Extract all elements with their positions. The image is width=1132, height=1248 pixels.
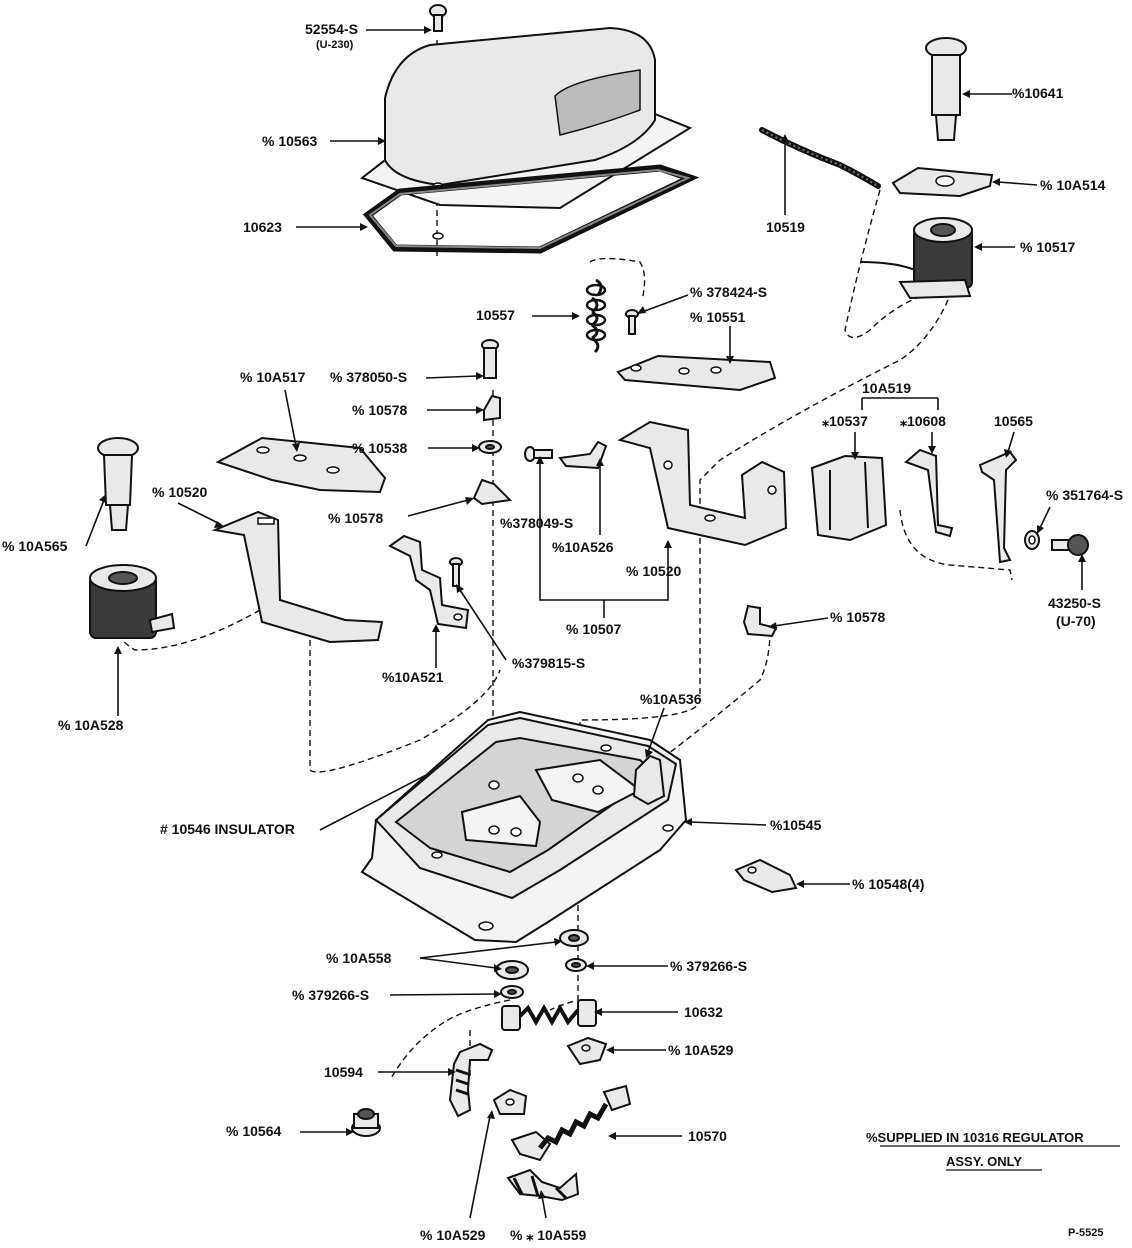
label-screw-52554-sub: (U-230): [316, 39, 354, 51]
armature-10551-icon: [616, 354, 777, 392]
rivet-379815-icon: [449, 557, 463, 587]
spring-10557-icon: [585, 278, 607, 354]
label-screw-43250: 43250-S: [1048, 595, 1101, 611]
assembly-guide-lines: [119, 40, 1013, 1081]
rivet-378424-icon: [625, 309, 639, 335]
label-contact-10578-b: % 10578: [328, 510, 383, 526]
washer-351764-icon: [1024, 530, 1040, 550]
label-spring-10565: 10565: [994, 413, 1033, 429]
label-spring-10557: 10557: [476, 307, 515, 323]
label-washer-379266-left: % 379266-S: [292, 987, 369, 1003]
label-frame-10a519: 10A519: [862, 380, 911, 396]
cam-10a529-right-icon: [566, 1036, 608, 1066]
wire-10519-icon: [759, 127, 881, 189]
frame-10520-left-icon: [211, 510, 384, 644]
label-frame-10520-right: % 10520: [626, 563, 681, 579]
label-washer-10a558: % 10A558: [326, 950, 392, 966]
cam-10a529-bottom-icon: [492, 1088, 528, 1115]
label-contact-10578-a: % 10578: [352, 402, 407, 418]
figure-id: P-5525: [1068, 1227, 1103, 1239]
label-wire-10519: 10519: [766, 219, 805, 235]
label-insulator-10546: # 10546 INSULATOR: [160, 821, 295, 837]
label-plunger-10641: %10641: [1012, 85, 1064, 101]
label-rivet-378050: % 378050-S: [330, 369, 407, 385]
spring-10632-icon: [501, 999, 597, 1031]
gasket-icon: [362, 164, 700, 254]
footnote: %SUPPLIED IN 10316 REGULATOR ASSY. ONLY: [866, 1130, 1120, 1171]
bracket-10a521-icon: [388, 534, 470, 630]
footnote-line-1: %SUPPLIED IN 10316 REGULATOR: [866, 1130, 1084, 1145]
regulator-base-icon: [360, 710, 688, 944]
label-arm-10594: 10594: [324, 1064, 363, 1080]
label-contact-10578-c: % 10578: [830, 609, 885, 625]
label-terminal-10548: % 10548(4): [852, 876, 924, 892]
label-gasket-10623: 10623: [243, 219, 282, 235]
label-contact-10608: ⁎10608: [900, 413, 946, 429]
rivet-378050-icon: [481, 339, 499, 379]
label-coil-10517: % 10517: [1020, 239, 1075, 255]
regulator-cover-icon: [359, 26, 693, 210]
terminal-10548-icon: [734, 858, 798, 894]
coil-10a528-icon: [89, 564, 176, 639]
label-washer-351764: % 351764-S: [1046, 487, 1123, 503]
label-rivet-378049: %378049-S: [500, 515, 573, 531]
label-base-10545: %10545: [770, 817, 822, 833]
label-frame-10520-left: % 10520: [152, 484, 207, 500]
label-plunger-10a565: % 10A565: [2, 538, 68, 554]
screw-52554-icon: [429, 4, 447, 32]
label-armature-10a517: % 10A517: [240, 369, 306, 385]
contact-10578-a-icon: [483, 394, 501, 422]
label-screw-43250-sub: (U-70): [1056, 613, 1096, 629]
spring-10565-icon: [978, 450, 1018, 564]
contact-10537-icon: [810, 454, 888, 542]
label-screw-52554: 52554-S: [305, 21, 358, 37]
clip-10a526-icon: [558, 440, 608, 470]
label-rivet-378424: % 378424-S: [690, 284, 767, 300]
plunger-10641-icon: [925, 37, 967, 141]
label-rivet-379815: %379815-S: [512, 655, 585, 671]
bracket-10a514-icon: [891, 166, 994, 198]
label-insulator-10a536: %10A536: [640, 691, 702, 707]
screw-43250-icon: [1051, 534, 1089, 556]
label-hinge-10a559: % ⁎ 10A559: [510, 1227, 586, 1243]
washer-10538-icon: [478, 440, 502, 454]
label-grommet-10564: % 10564: [226, 1123, 281, 1139]
leader-lines: [85, 26, 1086, 1219]
label-bracket-10a514: % 10A514: [1040, 177, 1106, 193]
label-washer-10538: % 10538: [352, 440, 407, 456]
contact-10608-icon: [904, 448, 954, 538]
label-armature-10551: % 10551: [690, 309, 745, 325]
frame-10520-right-icon: [617, 420, 788, 547]
contact-10578-c-icon: [742, 604, 778, 638]
washer-379266-icon: [500, 958, 587, 999]
part-labels: 52554-S (U-230) % 10563 10623 %10641 105…: [2, 21, 1123, 1243]
rivet-378049-icon: [524, 446, 553, 462]
label-contact-10537: ⁎10537: [822, 413, 868, 429]
contact-10578-b-icon: [472, 478, 513, 506]
label-set-10507: % 10507: [566, 621, 621, 637]
label-coil-10a528: % 10A528: [58, 717, 124, 733]
label-cover-10563: % 10563: [262, 133, 317, 149]
label-spring-10632: 10632: [684, 1004, 723, 1020]
coil-10517-icon: [859, 217, 973, 300]
label-spring-10570: 10570: [688, 1128, 727, 1144]
hinge-10a559-icon: [506, 1168, 580, 1202]
spring-10570-icon: [510, 1084, 632, 1162]
label-washer-379266-right: % 379266-S: [670, 958, 747, 974]
arm-10594-icon: [448, 1042, 494, 1118]
label-bracket-10a521: %10A521: [382, 669, 444, 685]
footnote-line-2: ASSY. ONLY: [946, 1154, 1022, 1169]
washer-10a558-icon: [495, 929, 589, 980]
plunger-10a565-icon: [97, 437, 139, 531]
grommet-10564-icon: [351, 1108, 381, 1137]
label-clip-10a526: %10A526: [552, 539, 614, 555]
armature-10a517-icon: [215, 436, 387, 494]
parts-illustration: [89, 4, 1089, 1202]
label-cam-10a529-bottom: % 10A529: [420, 1227, 486, 1243]
label-cam-10a529-right: % 10A529: [668, 1042, 734, 1058]
